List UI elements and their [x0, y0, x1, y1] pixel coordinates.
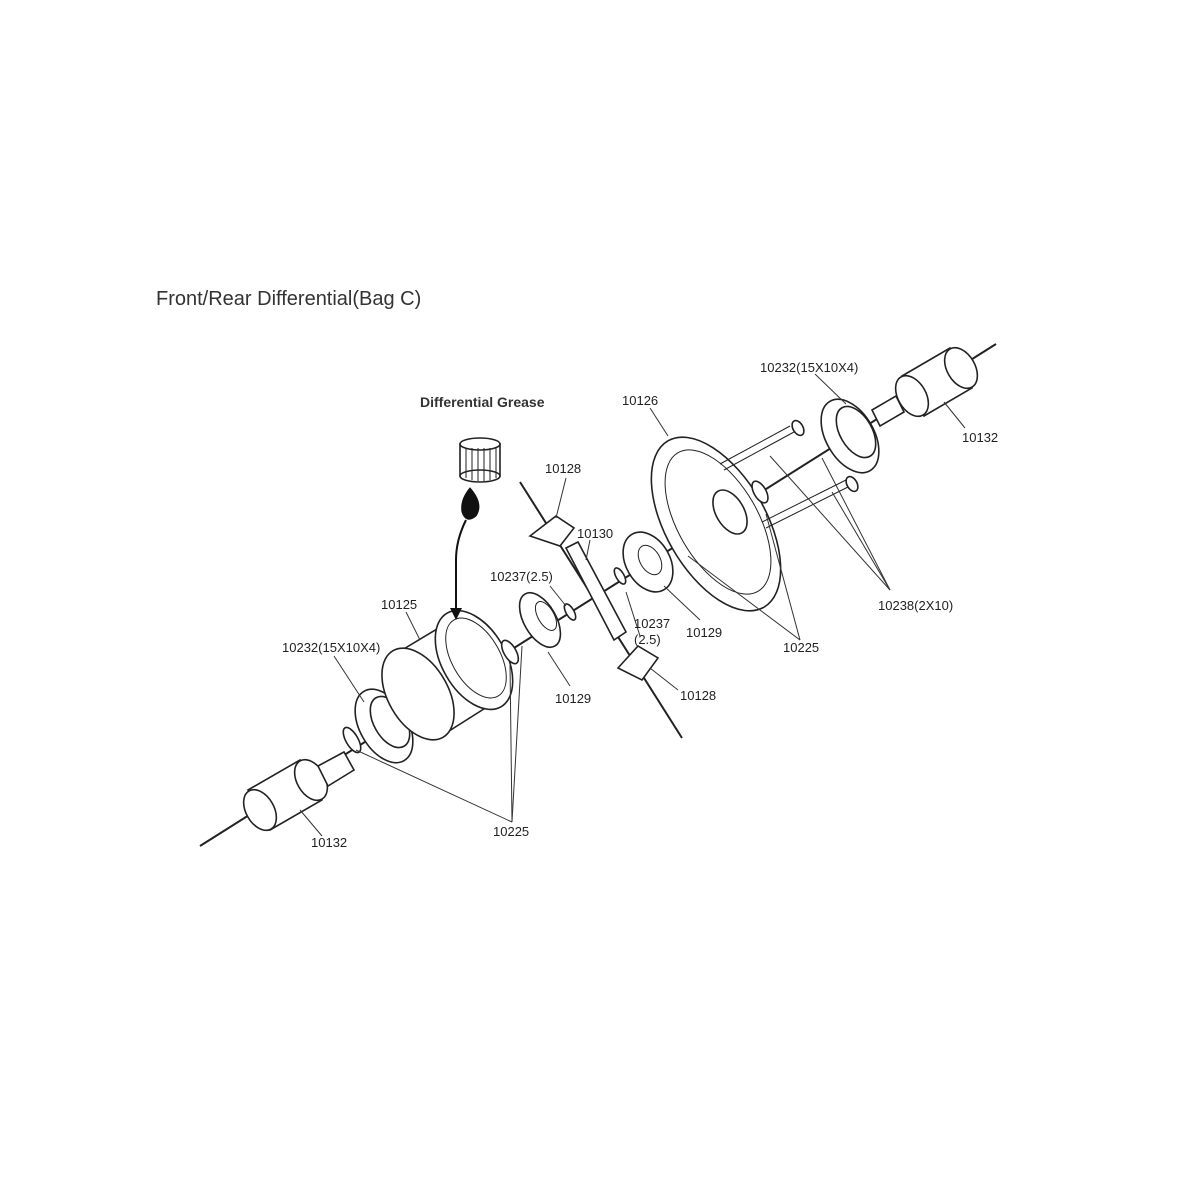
ring-gear — [650, 436, 782, 612]
part-label-10129-right: 10129 — [686, 625, 723, 640]
part-label-10132-left: 10132 — [311, 835, 348, 850]
screw-lower — [761, 475, 859, 529]
part-label-10128-bottom: 10128 — [680, 688, 717, 703]
o-ring-left — [342, 726, 362, 754]
shim-right — [613, 567, 627, 585]
spider-gear-top — [528, 515, 576, 547]
o-ring-ring-gear — [751, 480, 769, 504]
grease-drop-icon — [461, 487, 480, 520]
part-label-10129-left: 10129 — [555, 691, 592, 706]
part-label-10225-right: 10225 — [783, 640, 820, 655]
part-label-10125: 10125 — [381, 597, 418, 612]
part-label-10130: 10130 — [577, 526, 614, 541]
part-label-10126: 10126 — [622, 393, 659, 408]
grease-container-icon — [459, 437, 501, 483]
outdrive-cup-right — [870, 346, 979, 428]
cross-pin — [564, 540, 628, 642]
part-label-10237-right-b: (2.5) — [634, 632, 661, 647]
part-label-10232-left: 10232(15X10X4) — [282, 640, 381, 655]
part-label-10238: 10238(2X10) — [878, 598, 954, 613]
part-label-10128-top: 10128 — [545, 461, 582, 476]
o-ring-case — [500, 639, 520, 665]
spider-gear-bottom — [616, 644, 660, 682]
leader-lines — [299, 373, 966, 837]
bevel-gear-left — [518, 592, 562, 648]
part-label-10237-left: 10237(2.5) — [490, 569, 553, 584]
shim-left — [563, 603, 577, 621]
bearing-right — [820, 398, 880, 474]
diagram-title: Front/Rear Differential(Bag C) — [156, 288, 422, 310]
grease-arrow-head — [450, 608, 462, 620]
diff-case — [381, 609, 514, 741]
bevel-gear-right — [622, 531, 674, 593]
part-label-10237-right-a: 10237 — [634, 616, 671, 631]
part-label-10232-right: 10232(15X10X4) — [760, 360, 859, 375]
outdrive-cup-left — [242, 750, 356, 832]
part-label-10132-right: 10132 — [962, 430, 999, 445]
grease-arrow — [455, 519, 467, 616]
grease-label: Differential Grease — [420, 394, 545, 410]
screw-upper — [719, 419, 805, 471]
part-label-10225-left: 10225 — [493, 824, 530, 839]
